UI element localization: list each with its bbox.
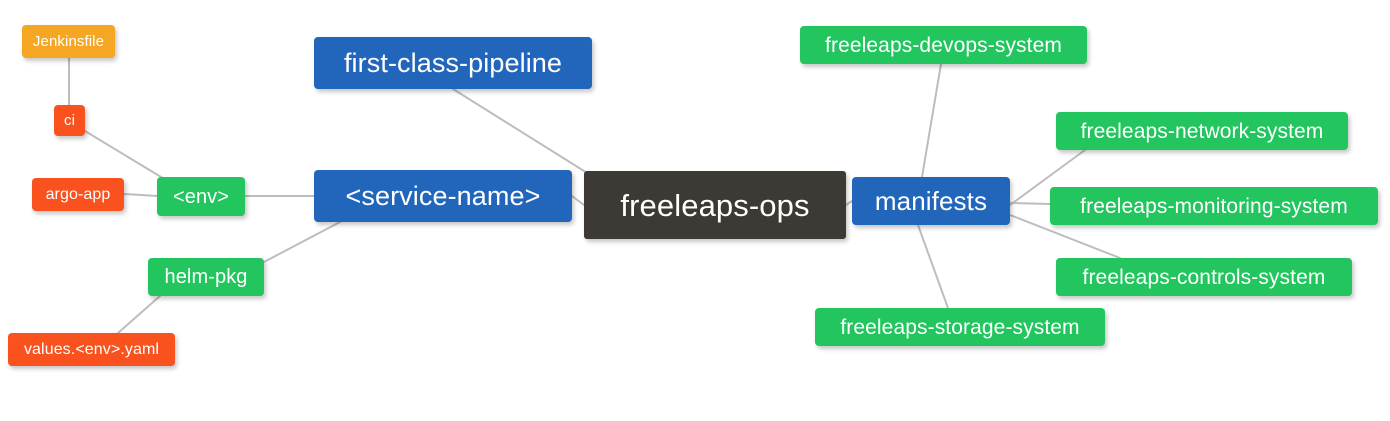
edge-root-to-first-class-pipeline xyxy=(452,88,593,177)
edge-env-to-ci xyxy=(84,130,167,181)
edge-manifests-to-freeleaps-storage-system xyxy=(917,224,949,309)
mindmap-node-freeleaps-network-system[interactable]: freeleaps-network-system xyxy=(1056,112,1348,150)
mindmap-node-ci[interactable]: ci xyxy=(54,105,85,136)
mindmap-node-service-name[interactable]: <service-name> xyxy=(314,170,572,222)
mindmap-node-freeleaps-controls-system[interactable]: freeleaps-controls-system xyxy=(1056,258,1352,296)
edge-helm-pkg-to-values-env-yaml xyxy=(117,295,161,334)
mindmap-node-freeleaps-monitoring-system[interactable]: freeleaps-monitoring-system xyxy=(1050,187,1378,225)
edge-env-to-argo-app xyxy=(123,193,158,197)
mindmap-node-freeleaps-devops-system[interactable]: freeleaps-devops-system xyxy=(800,26,1087,64)
edge-manifests-to-freeleaps-monitoring-system xyxy=(1009,202,1051,205)
edge-service-name-to-helm-pkg xyxy=(263,221,341,263)
mindmap-node-values-env-yaml[interactable]: values.<env>.yaml xyxy=(8,333,175,366)
mindmap-node-argo-app[interactable]: argo-app xyxy=(32,178,124,211)
mindmap-node-helm-pkg[interactable]: helm-pkg xyxy=(148,258,264,296)
mindmap-node-manifests[interactable]: manifests xyxy=(852,177,1010,225)
mindmap-node-env[interactable]: <env> xyxy=(157,177,245,216)
edge-root-to-service-name xyxy=(571,195,585,206)
mindmap-node-root[interactable]: freeleaps-ops xyxy=(584,171,846,239)
mindmap-node-jenkinsfile[interactable]: Jenkinsfile xyxy=(22,25,115,58)
edge-manifests-to-freeleaps-devops-system xyxy=(921,63,942,178)
mindmap-node-first-class-pipeline[interactable]: first-class-pipeline xyxy=(314,37,592,89)
mindmap-node-freeleaps-storage-system[interactable]: freeleaps-storage-system xyxy=(815,308,1105,346)
